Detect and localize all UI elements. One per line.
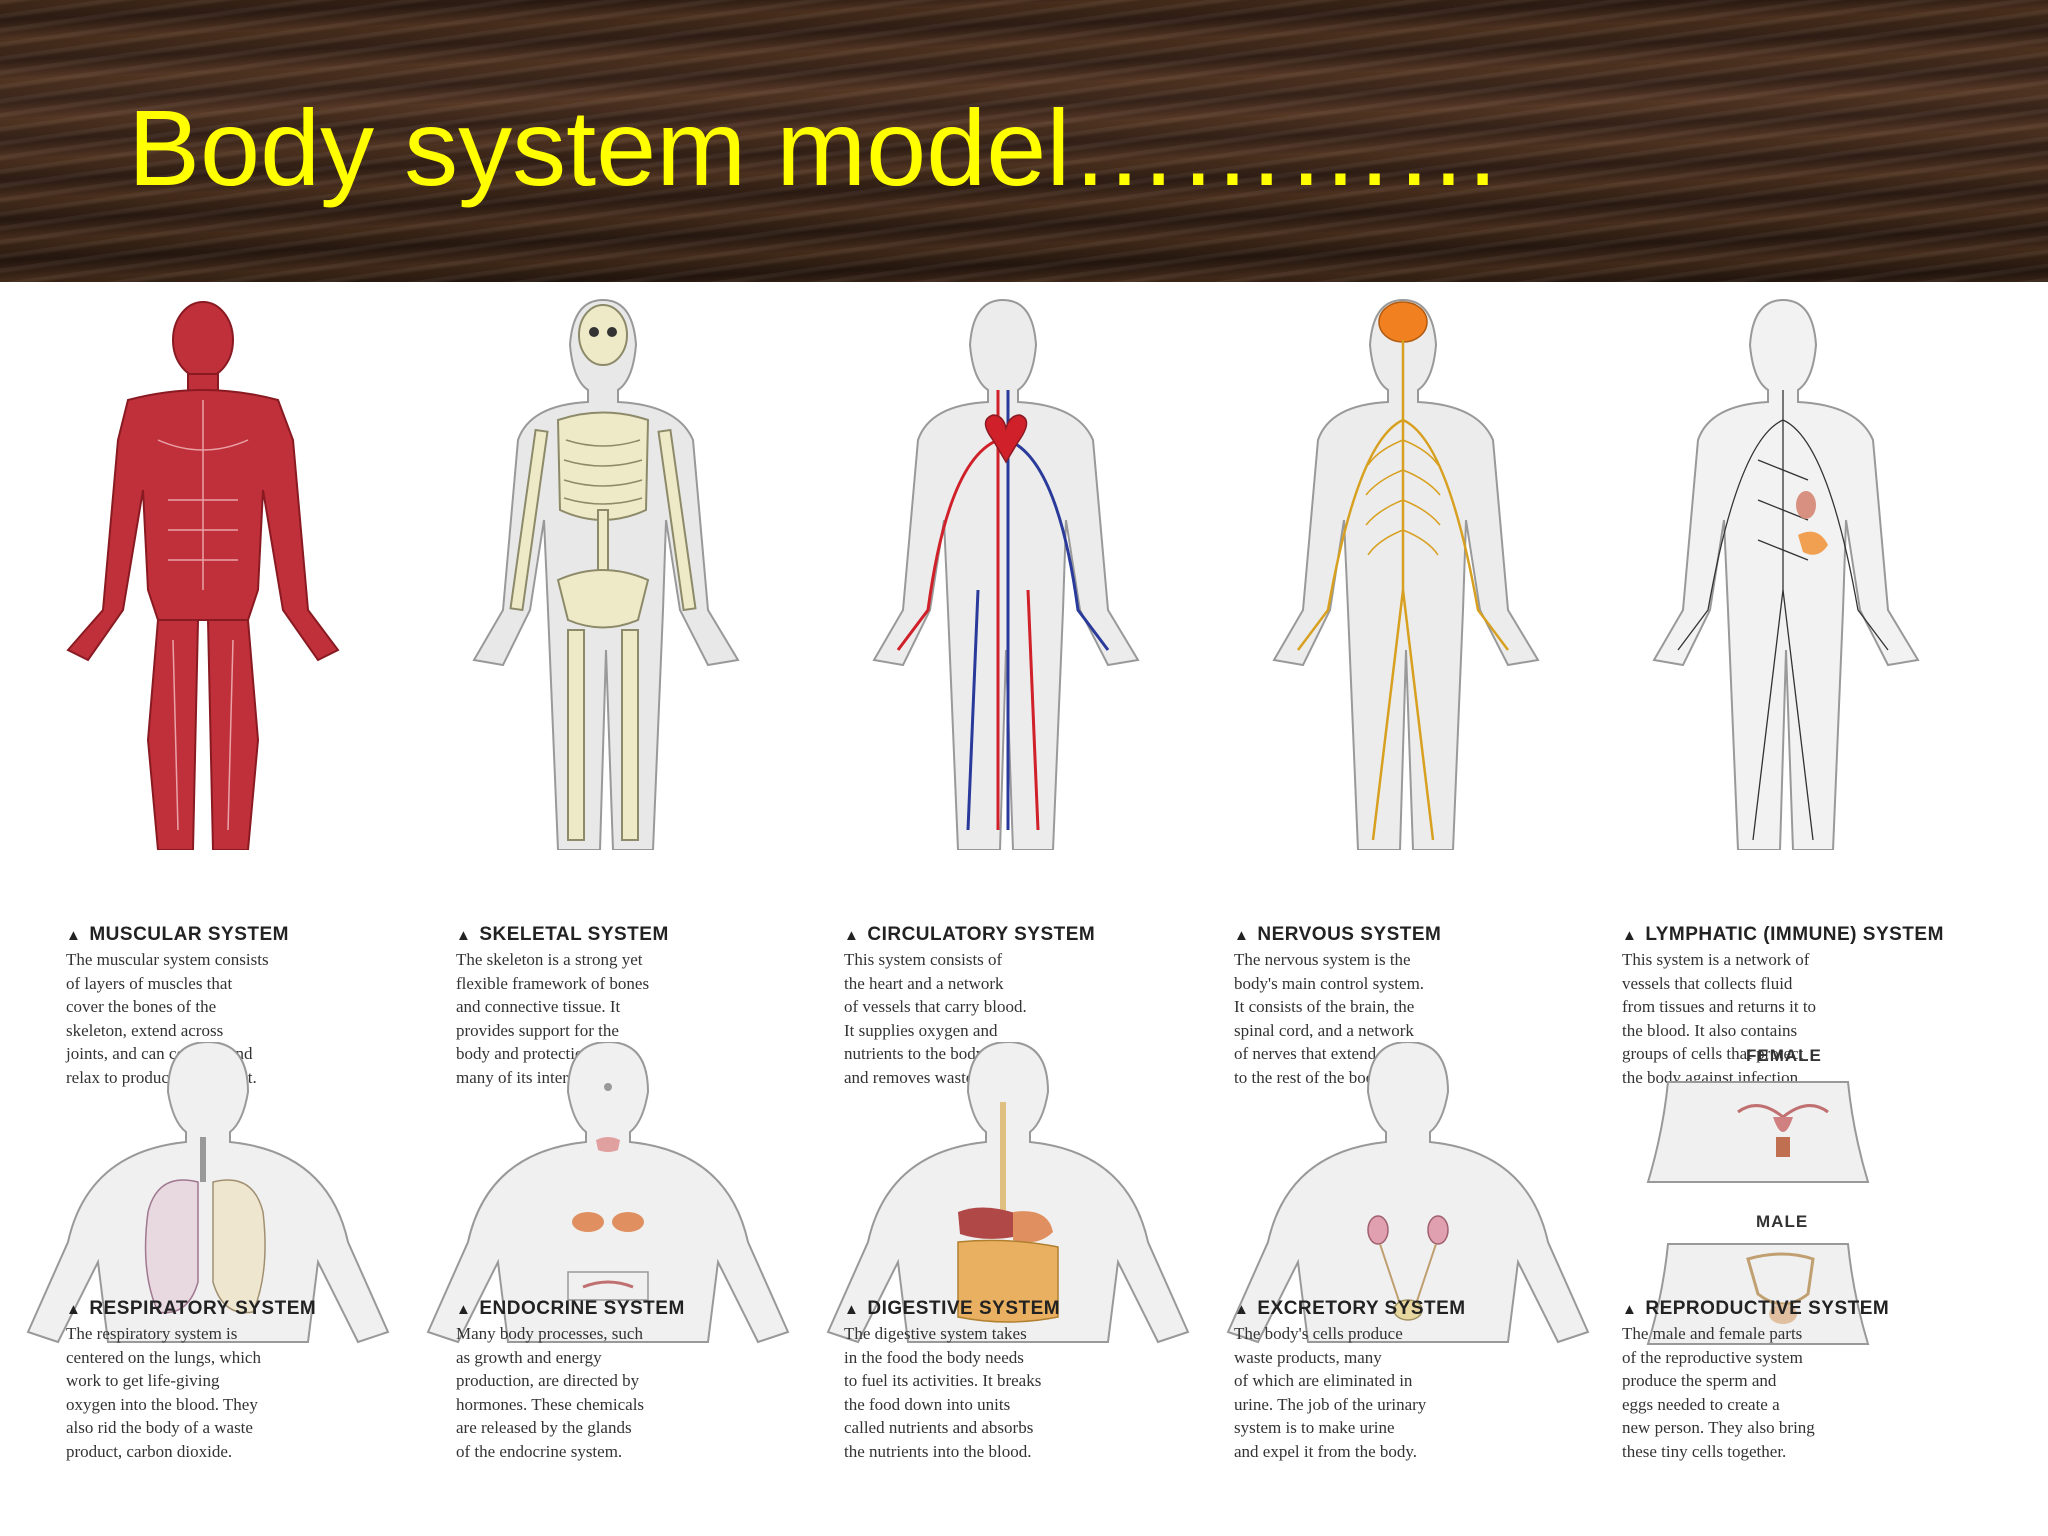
system-name: EXCRETORY SYSTEM <box>1257 1298 1466 1319</box>
respiratory-system-caption: ▲ RESPIRATORY SYSTEM The respiratory syst… <box>66 1298 406 1463</box>
endocrine-system-cell: ▲ ENDOCRINE SYSTEM Many body processes, s… <box>408 1042 808 1536</box>
triangle-marker-icon: ▲ <box>66 927 82 944</box>
respiratory-system-figure <box>26 1042 390 1344</box>
reproductive-system-caption: ▲ REPRODUCTIVE SYSTEM The male and female… <box>1622 1298 2022 1463</box>
system-name: MUSCULAR SYSTEM <box>89 924 289 945</box>
excretory-system-caption: ▲ EXCRETORY SYSTEM The body's cells produ… <box>1234 1298 1574 1463</box>
endocrine-system-caption: ▲ ENDOCRINE SYSTEM Many body processes, s… <box>456 1298 796 1463</box>
system-name: REPRODUCTIVE SYSTEM <box>1645 1298 1890 1319</box>
muscular-system-cell: ▲MUSCULAR SYSTEM The muscular system con… <box>8 290 408 1087</box>
lymphatic-system-caption: ▲ LYMPHATIC (IMMUNE) SYSTEM This system i… <box>1622 924 2042 1089</box>
female-reproductive-figure <box>1646 1081 1870 1183</box>
triangle-marker-icon: ▲ <box>1234 927 1250 944</box>
system-name: DIGESTIVE SYSTEM <box>867 1298 1061 1319</box>
skeletal-system-figure <box>472 298 740 850</box>
respiratory-system-cell: ▲ RESPIRATORY SYSTEM The respiratory syst… <box>8 1042 408 1536</box>
skeletal-system-caption: ▲SKELETAL SYSTEM The skeleton is a stron… <box>456 924 796 1089</box>
title-banner <box>0 0 2048 282</box>
system-name: RESPIRATORY SYSTEM <box>89 1298 317 1319</box>
digestive-system-cell: ▲ DIGESTIVE SYSTEM The digestive system t… <box>808 1042 1208 1536</box>
system-name: CIRCULATORY SYSTEM <box>867 924 1096 945</box>
system-name: SKELETAL SYSTEM <box>479 924 669 945</box>
body-systems-panel: ▲MUSCULAR SYSTEM The muscular system con… <box>0 282 2048 1536</box>
triangle-marker-icon: ▲ <box>456 1301 472 1318</box>
excretory-system-figure <box>1226 1042 1590 1344</box>
muscular-system-figure <box>66 301 340 850</box>
system-name: LYMPHATIC (IMMUNE) SYSTEM <box>1645 924 1944 945</box>
male-label: MALE <box>1756 1212 1809 1231</box>
excretory-system-cell: ▲ EXCRETORY SYSTEM The body's cells produ… <box>1208 1042 1608 1536</box>
skeletal-system-cell: ▲SKELETAL SYSTEM The skeleton is a stron… <box>408 290 808 1087</box>
circulatory-system-figure <box>872 298 1140 850</box>
slide-title: Body system model………… <box>128 87 1503 208</box>
triangle-marker-icon: ▲ <box>844 1301 860 1318</box>
triangle-marker-icon: ▲ <box>844 927 860 944</box>
nervous-system-figure <box>1272 298 1540 850</box>
female-label: FEMALE <box>1746 1046 1822 1065</box>
triangle-marker-icon: ▲ <box>1234 1301 1250 1318</box>
male-reproductive-figure <box>1646 1243 1870 1345</box>
circulatory-system-cell: ▲ CIRCULATORY SYSTEM This system consists… <box>808 290 1208 1087</box>
digestive-system-figure <box>826 1042 1190 1344</box>
triangle-marker-icon: ▲ <box>1622 1301 1638 1318</box>
system-name: NERVOUS SYSTEM <box>1257 924 1442 945</box>
system-name: ENDOCRINE SYSTEM <box>479 1298 685 1319</box>
nervous-system-caption: ▲ NERVOUS SYSTEM The nervous system is th… <box>1234 924 1574 1089</box>
circulatory-system-caption: ▲ CIRCULATORY SYSTEM This system consists… <box>844 924 1184 1089</box>
endocrine-system-figure <box>426 1042 790 1344</box>
lymphatic-system-cell: ▲ LYMPHATIC (IMMUNE) SYSTEM This system i… <box>1608 290 2048 1087</box>
digestive-system-caption: ▲ DIGESTIVE SYSTEM The digestive system t… <box>844 1298 1184 1463</box>
triangle-marker-icon: ▲ <box>456 927 472 944</box>
triangle-marker-icon: ▲ <box>1622 927 1638 944</box>
triangle-marker-icon: ▲ <box>66 1301 82 1318</box>
nervous-system-cell: ▲ NERVOUS SYSTEM The nervous system is th… <box>1208 290 1608 1087</box>
reproductive-system-cell: FEMALE MALE ▲ REPRODUCTIVE SYSTEM The mal… <box>1608 1042 2048 1536</box>
lymphatic-system-figure <box>1652 298 1920 850</box>
muscular-system-caption: ▲MUSCULAR SYSTEM The muscular system con… <box>66 924 406 1089</box>
